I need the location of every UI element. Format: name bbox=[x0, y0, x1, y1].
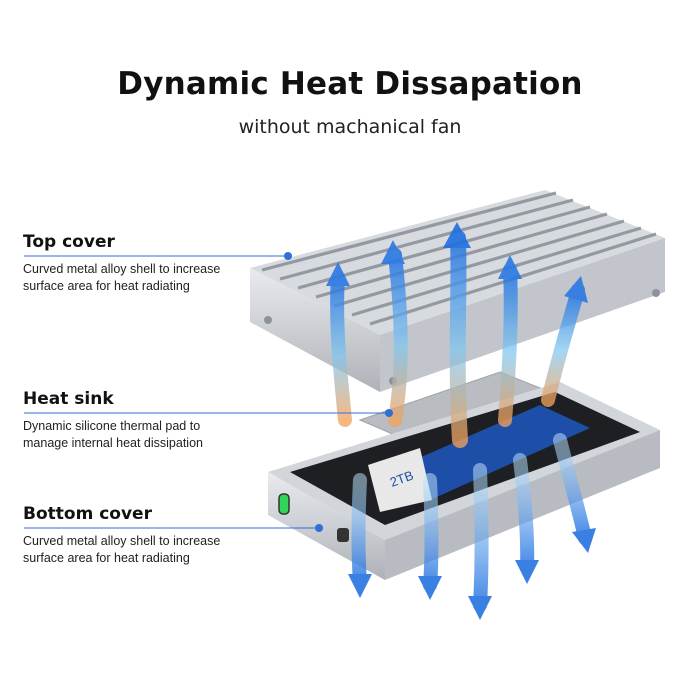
callout-heat-sink: Heat sink Dynamic silicone thermal pad t… bbox=[23, 389, 273, 452]
callout-desc-line: manage internal heat dissipation bbox=[23, 436, 203, 450]
callout-desc-line: Dynamic silicone thermal pad to bbox=[23, 419, 201, 433]
page-subtitle: without machanical fan bbox=[238, 116, 462, 138]
bottom-cover-marker bbox=[315, 524, 323, 532]
page-title: Dynamic Heat Dissapation bbox=[117, 66, 583, 102]
callout-desc-line: Curved metal alloy shell to increase bbox=[23, 262, 221, 276]
callout-bottom-cover: Bottom cover Curved metal alloy shell to… bbox=[23, 504, 273, 567]
callout-heading: Heat sink bbox=[23, 389, 114, 409]
callout-heading: Bottom cover bbox=[23, 504, 152, 524]
callout-description: Curved metal alloy shell to increase sur… bbox=[23, 261, 263, 295]
callout-description: Dynamic silicone thermal pad to manage i… bbox=[23, 418, 263, 452]
callout-desc-line: surface area for heat radiating bbox=[23, 551, 190, 565]
callout-top-cover: Top cover Curved metal alloy shell to in… bbox=[23, 232, 273, 295]
callout-desc-line: Curved metal alloy shell to increase bbox=[23, 534, 221, 548]
callout-description: Curved metal alloy shell to increase sur… bbox=[23, 533, 263, 567]
usb-c-port bbox=[278, 493, 290, 515]
callout-desc-line: surface area for heat radiating bbox=[23, 279, 190, 293]
heat-arrows-down bbox=[348, 433, 596, 620]
heat-sink-marker bbox=[385, 409, 393, 417]
callout-leaders bbox=[24, 252, 393, 532]
heat-arrows-up bbox=[326, 222, 588, 448]
top-cover-marker bbox=[284, 252, 292, 260]
callout-heading: Top cover bbox=[23, 232, 115, 252]
